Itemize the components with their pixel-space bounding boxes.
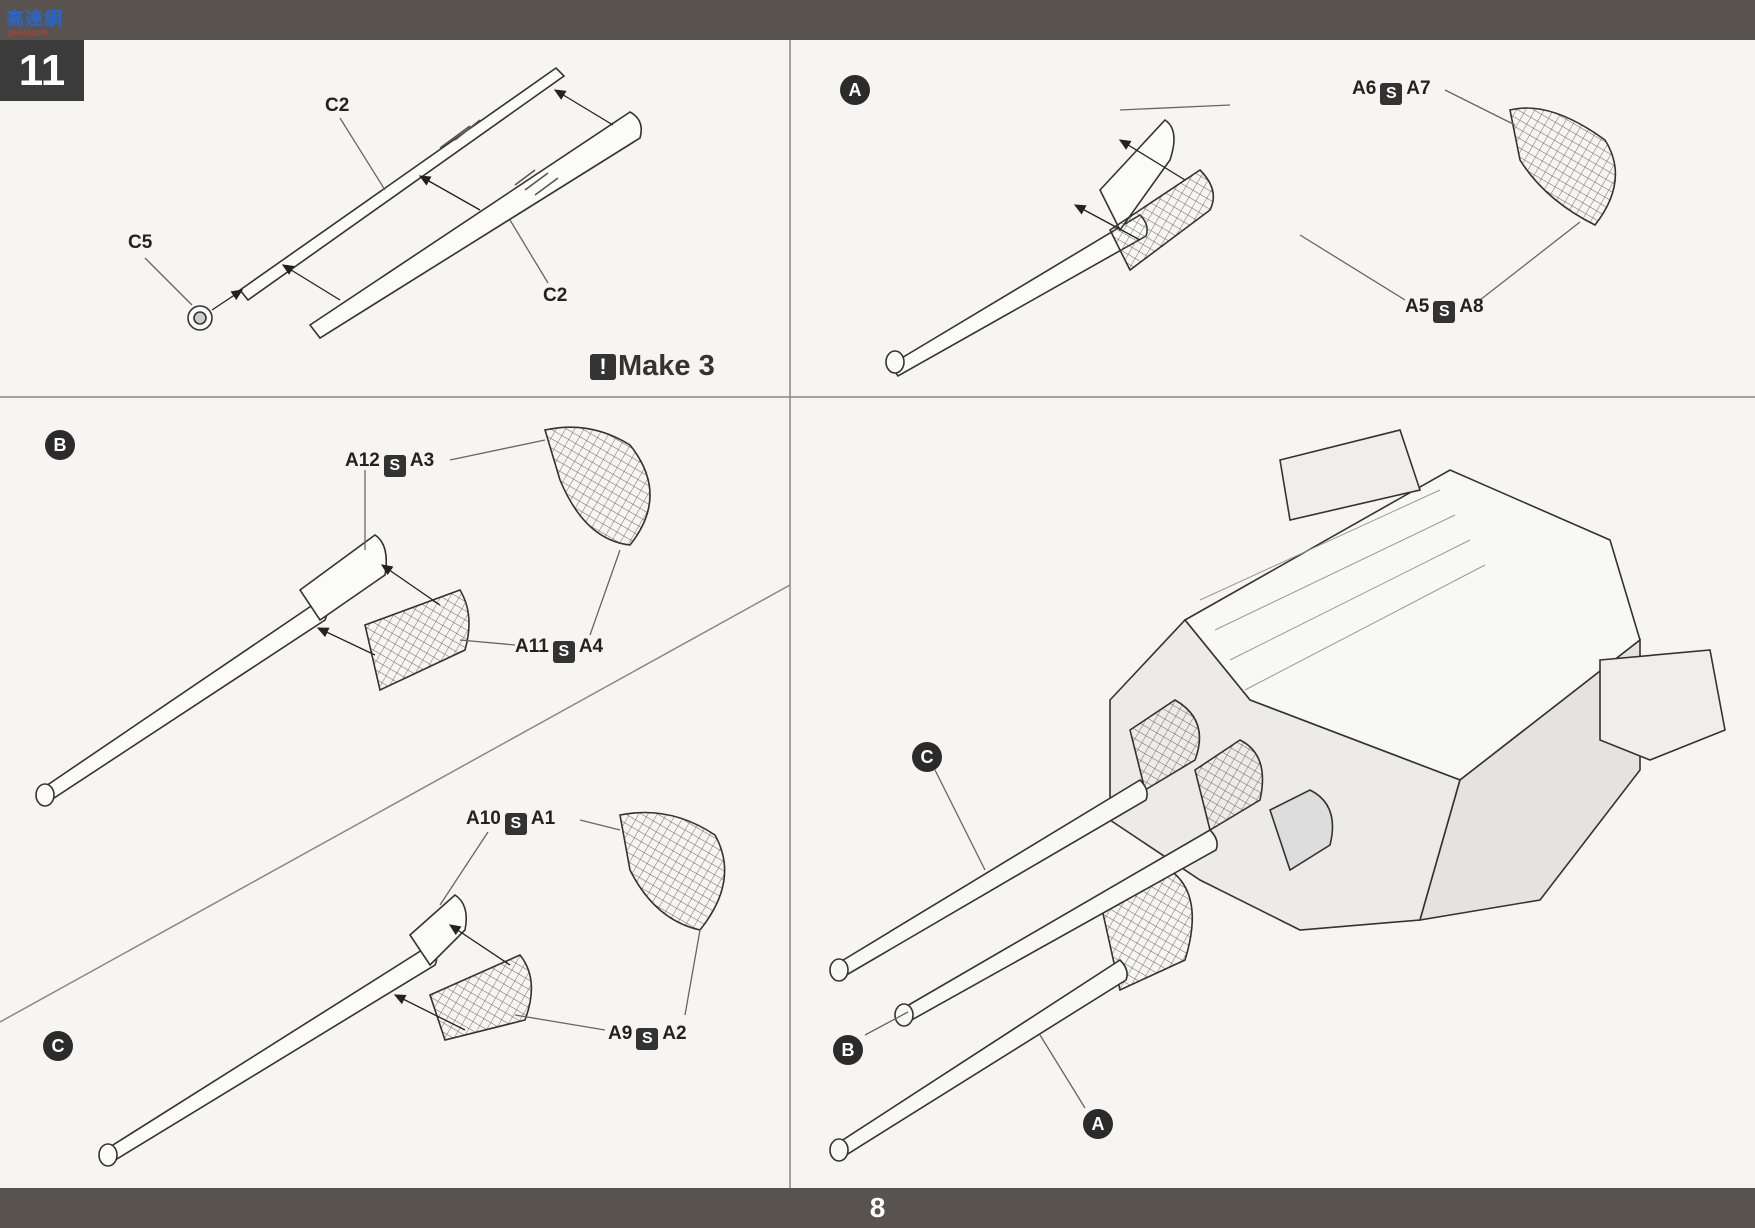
part-a1: A1 bbox=[530, 808, 556, 829]
barrel-half-upper bbox=[238, 66, 566, 302]
panel-badge-a: A bbox=[840, 75, 870, 105]
bottom-border bbox=[0, 1188, 1755, 1228]
panel-a-diagram bbox=[885, 89, 1617, 378]
part-a9: A9 bbox=[608, 1023, 633, 1044]
part-a3: A3 bbox=[409, 450, 435, 471]
panel-b-diagram bbox=[35, 426, 651, 807]
assembly-badge-b: B bbox=[833, 1035, 863, 1065]
panel-badge-c: C bbox=[43, 1031, 73, 1061]
turret-assembly-diagram bbox=[829, 429, 1726, 1162]
part-a5: A5 bbox=[1405, 296, 1430, 317]
part-a7: A7 bbox=[1406, 78, 1431, 99]
part-label-c2-bottom: C2 bbox=[543, 285, 568, 306]
site-watermark-logo: 高達網 gao-si.com bbox=[6, 3, 70, 37]
warning-icon: ! bbox=[590, 354, 616, 380]
top-border bbox=[0, 0, 1755, 40]
step-number: 11 bbox=[0, 40, 84, 101]
watermark-subtitle: gao-si.com bbox=[8, 28, 48, 37]
part-label-c2-top: C2 bbox=[325, 95, 350, 116]
part-a4: A4 bbox=[578, 636, 604, 657]
panel-badge-b: B bbox=[45, 430, 75, 460]
assembly-badge-a: A bbox=[1083, 1109, 1113, 1139]
barrel-halves-diagram bbox=[144, 66, 643, 340]
glue-icon: S bbox=[552, 641, 575, 663]
panel-c-diagram bbox=[98, 811, 726, 1167]
part-a12: A12 bbox=[345, 450, 380, 471]
part-a2: A2 bbox=[662, 1023, 687, 1044]
panel-dividers bbox=[0, 40, 1755, 1188]
page-number: 8 bbox=[869, 1192, 886, 1223]
glue-icon: S bbox=[383, 455, 406, 477]
part-a11: A11 bbox=[515, 636, 549, 657]
watermark-title: 高達網 bbox=[6, 9, 63, 29]
part-label-c5: C5 bbox=[128, 232, 153, 253]
glue-icon: S bbox=[1433, 301, 1456, 323]
glue-icon: S bbox=[504, 813, 527, 835]
make-quantity-note: !Make 3 bbox=[590, 350, 715, 383]
part-a8: A8 bbox=[1459, 296, 1484, 317]
assembly-badge-c: C bbox=[912, 742, 942, 772]
part-a10: A10 bbox=[466, 808, 501, 829]
make-quantity-text: Make 3 bbox=[618, 350, 715, 382]
glue-icon: S bbox=[1380, 83, 1403, 105]
part-a6: A6 bbox=[1352, 78, 1377, 99]
glue-icon: S bbox=[636, 1028, 659, 1050]
barrel-half-lower bbox=[308, 111, 643, 340]
